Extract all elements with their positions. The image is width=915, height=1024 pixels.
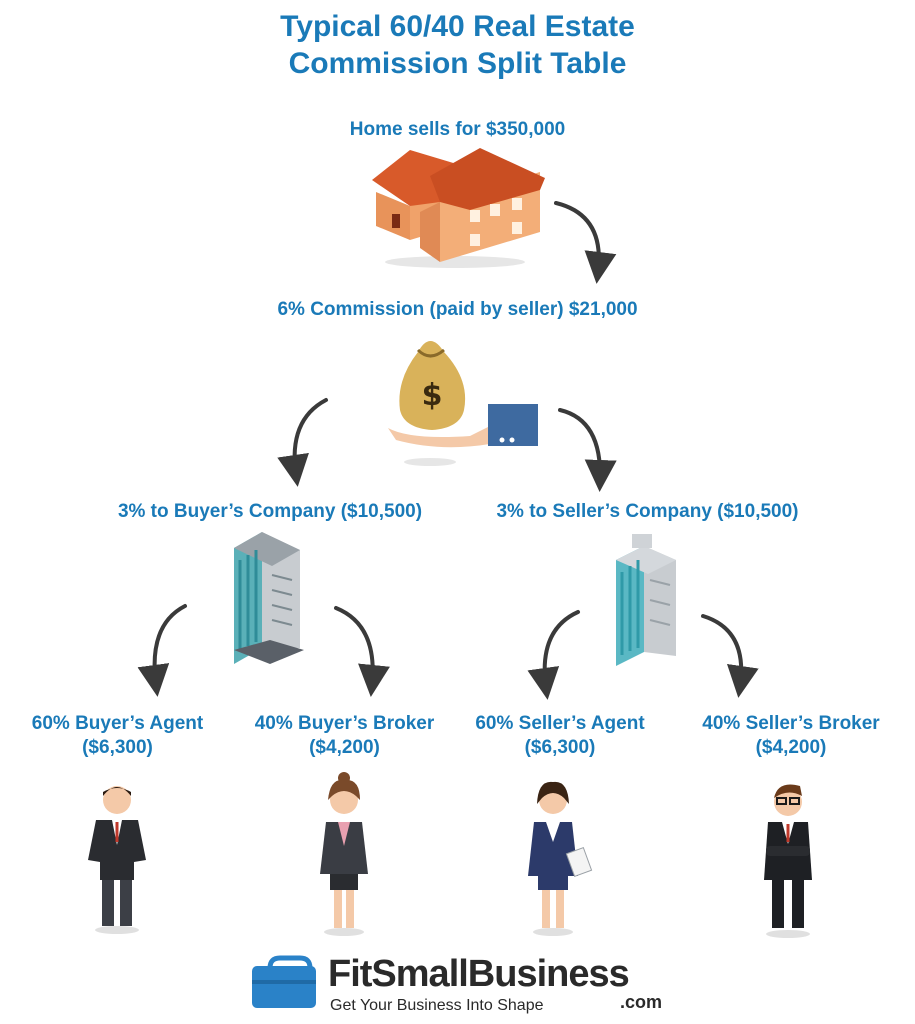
curved-arrow-icon xyxy=(558,408,617,492)
buyers-agent-amount: ($6,300) xyxy=(82,736,153,758)
office-building-icon xyxy=(234,532,304,664)
buyers-company-label: 3% to Buyer’s Company ($10,500) xyxy=(117,501,423,522)
person-icon xyxy=(320,772,368,936)
brand-name: FitSmallBusiness xyxy=(328,953,630,995)
person-icon xyxy=(528,781,593,936)
person-icon xyxy=(764,784,812,938)
brand-tagline: Get Your Business Into Shape xyxy=(330,997,544,1014)
hand-icon xyxy=(388,404,538,448)
sellers-broker-role: 40% Seller’s Broker xyxy=(702,713,880,734)
sellers-company-label: 3% to Seller’s Company ($10,500) xyxy=(496,501,799,522)
svg-text:$: $ xyxy=(422,378,443,413)
commission-label: 6% Commission (paid by seller) $21,000 xyxy=(277,299,638,320)
curved-arrow-icon xyxy=(554,201,617,284)
buyers-broker-label: 40% Buyer’s Broker ($4,200) xyxy=(232,712,457,760)
title-line-2: Commission Split Table xyxy=(288,47,627,80)
title-line-1: Typical 60/40 Real Estate xyxy=(280,10,635,43)
sellers-agent-label: 60% Seller’s Agent ($6,300) xyxy=(450,712,670,760)
buyers-broker-amount: ($4,200) xyxy=(309,736,380,758)
curved-arrow-icon xyxy=(701,614,759,698)
sellers-broker-amount: ($4,200) xyxy=(755,736,827,758)
page-title: Typical 60/40 Real Estate Commission Spl… xyxy=(0,8,915,82)
sellers-broker-label: 40% Seller’s Broker ($4,200) xyxy=(675,712,907,760)
sellers-agent-amount: ($6,300) xyxy=(524,736,596,758)
person-icon xyxy=(88,786,146,934)
brand-suffix: .com xyxy=(620,992,663,1012)
buyers-broker-role: 40% Buyer’s Broker xyxy=(254,713,435,734)
arrows xyxy=(137,201,759,700)
buyers-agent-label: 60% Buyer’s Agent ($6,300) xyxy=(5,712,230,760)
money-bag-icon: $ xyxy=(399,341,466,466)
curved-arrow-icon xyxy=(137,604,187,697)
briefcase-logo-icon xyxy=(252,955,316,1008)
house-icon xyxy=(372,148,545,268)
curved-arrow-icon xyxy=(334,606,390,697)
home-price-label: Home sells for $350,000 xyxy=(349,119,566,140)
curved-arrow-icon xyxy=(527,610,580,700)
buyers-agent-role: 60% Buyer’s Agent xyxy=(31,713,204,734)
sellers-agent-role: 60% Seller’s Agent xyxy=(475,713,645,734)
office-building-icon xyxy=(616,534,676,666)
curved-arrow-icon xyxy=(277,398,328,487)
